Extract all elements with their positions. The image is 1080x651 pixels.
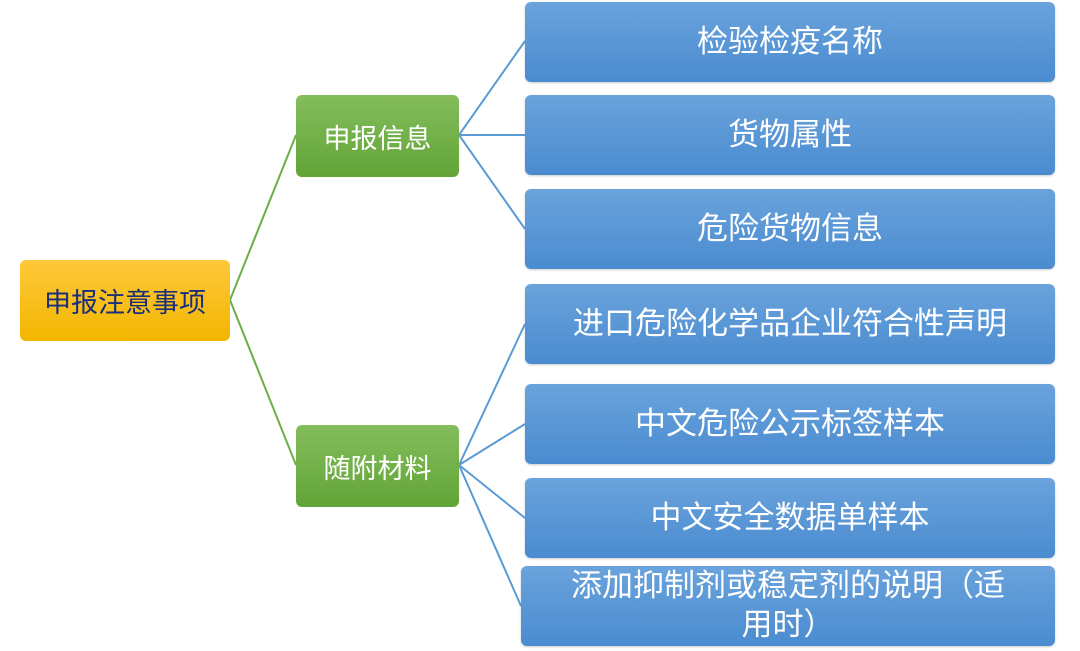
leaf-node: 危险货物信息 bbox=[525, 189, 1055, 269]
leaf-node: 进口危险化学品企业符合性声明 bbox=[525, 284, 1055, 364]
connector-b1-leaf3 bbox=[458, 134, 526, 230]
connector-root-branch2 bbox=[229, 299, 297, 466]
connector-root-branch1 bbox=[229, 134, 297, 301]
leaf-node: 货物属性 bbox=[525, 95, 1055, 175]
connector-b2-leaf4 bbox=[458, 464, 522, 607]
root-node: 申报注意事项 bbox=[20, 260, 230, 341]
leaf-node: 添加抑制剂或稳定剂的说明（适用时） bbox=[521, 566, 1055, 646]
leaf-node: 检验检疫名称 bbox=[525, 2, 1055, 82]
connector-b2-leaf2 bbox=[458, 423, 526, 466]
connector-b2-leaf3 bbox=[458, 464, 526, 519]
connector-b1-leaf1 bbox=[458, 40, 526, 136]
branch-node-attached-materials: 随附材料 bbox=[296, 425, 459, 507]
leaf-node: 中文安全数据单样本 bbox=[525, 478, 1055, 558]
leaf-node: 中文危险公示标签样本 bbox=[525, 384, 1055, 464]
branch-node-declaration-info: 申报信息 bbox=[296, 95, 459, 177]
connector-b2-leaf1 bbox=[458, 323, 526, 466]
